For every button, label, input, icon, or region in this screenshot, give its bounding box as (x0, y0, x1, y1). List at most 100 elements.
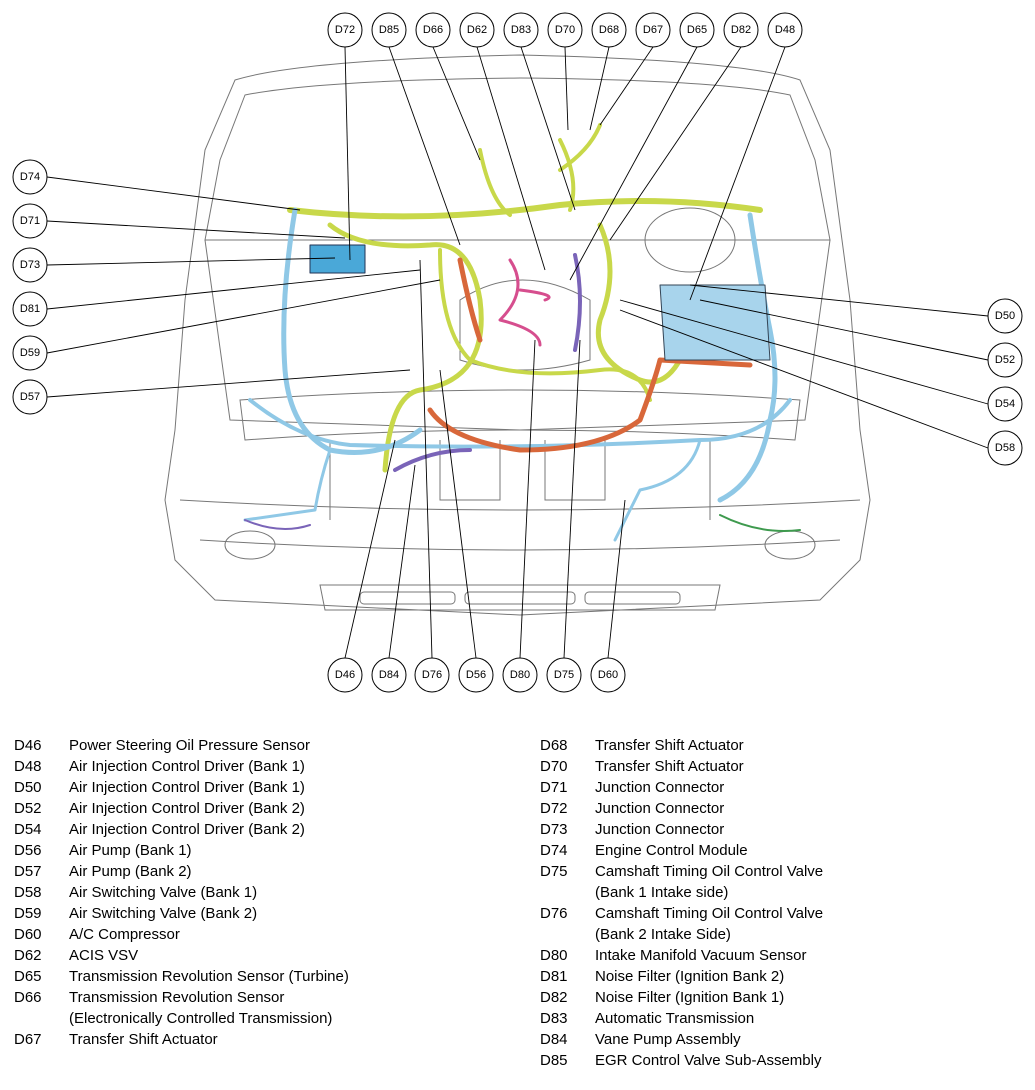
legend-code: D81 (540, 968, 568, 985)
legend-description: Air Pump (Bank 2) (69, 863, 192, 880)
legend-row: D81 Noise Filter (Ignition Bank 2) (540, 966, 1030, 987)
callout-d66: D66 (415, 12, 451, 48)
leader-d62 (476, 46, 546, 271)
leader-d73 (46, 257, 336, 266)
legend-code: D50 (14, 779, 42, 796)
callout-circle (12, 291, 48, 327)
callout-d58: D58 (987, 430, 1023, 466)
leader-d83 (520, 46, 576, 211)
leader-d48 (689, 46, 786, 301)
callout-d60: D60 (590, 657, 626, 693)
legend-description: Engine Control Module (595, 842, 748, 859)
leader-d81 (46, 269, 421, 310)
callout-circle (459, 12, 495, 48)
leader-d67 (599, 46, 654, 126)
callout-d52: D52 (987, 342, 1023, 378)
leader-d66 (432, 46, 481, 161)
leader-d57 (46, 369, 411, 398)
legend-code: D68 (540, 737, 568, 754)
legend-code: D80 (540, 947, 568, 964)
callout-label: D50 (995, 310, 1015, 322)
green-harness (719, 514, 801, 532)
leader-d60 (607, 499, 626, 659)
callout-label: D68 (599, 24, 619, 36)
callout-d48: D48 (767, 12, 803, 48)
blue-harness-left (281, 207, 423, 455)
legend-description: EGR Control Valve Sub-Assembly (595, 1052, 822, 1069)
callout-circle (767, 12, 803, 48)
callout-d46: D46 (327, 657, 363, 693)
legend-description: Intake Manifold Vacuum Sensor (595, 947, 807, 964)
callout-label: D85 (379, 24, 399, 36)
main-harness-branch (327, 222, 484, 473)
callout-label: D84 (379, 669, 399, 681)
purple-harness (393, 253, 582, 472)
callout-circle (414, 657, 450, 693)
harness-bundles (243, 123, 801, 542)
leader-d50 (689, 284, 989, 317)
callout-circle (371, 12, 407, 48)
leader-d59 (46, 279, 441, 354)
callout-d50: D50 (987, 298, 1023, 334)
legend-code: D71 (540, 779, 568, 796)
legend-code (540, 924, 595, 945)
callout-circle (635, 12, 671, 48)
leader-d68 (589, 46, 610, 131)
callout-label: D72 (335, 24, 355, 36)
callout-circle (327, 12, 363, 48)
leader-d65 (569, 46, 698, 281)
legend-description: ACIS VSV (69, 947, 139, 964)
callout-label: D80 (510, 669, 530, 681)
legend-code: D83 (540, 1010, 568, 1027)
callout-label: D58 (995, 442, 1015, 454)
legend-description: Noise Filter (Ignition Bank 2) (595, 968, 785, 985)
blue-harness-lower-left (243, 448, 332, 522)
callout-d84: D84 (371, 657, 407, 693)
callout-d70: D70 (547, 12, 583, 48)
leader-d72 (344, 46, 351, 261)
main-harness-top-branch (478, 123, 602, 217)
legend-description: Camshaft Timing Oil Control Valve (595, 863, 824, 880)
callout-circle (327, 657, 363, 693)
leader-d71 (46, 220, 346, 239)
callout-circle (502, 657, 538, 693)
legend-description: Transfer Shift Actuator (69, 1031, 218, 1048)
legend-row: D75 Camshaft Timing Oil Control Valve (540, 861, 1030, 882)
callout-d65: D65 (679, 12, 715, 48)
callout-label: D75 (554, 669, 574, 681)
callout-label: D54 (995, 398, 1015, 410)
callout-d83: D83 (503, 12, 539, 48)
callout-d73: D73 (12, 247, 48, 283)
legend-row: D67 Transfer Shift Actuator (14, 1029, 524, 1050)
legend-code: D74 (540, 842, 568, 859)
callout-d57: D57 (12, 379, 48, 415)
legend-code: D67 (14, 1031, 42, 1048)
legend-description: Transfer Shift Actuator (595, 758, 744, 775)
blue-harness-front (248, 398, 792, 449)
leader-d80 (519, 339, 536, 659)
callout-circle (987, 386, 1023, 422)
pink-harness (498, 258, 551, 347)
legend-code: D65 (14, 968, 42, 985)
callout-label: D74 (20, 171, 40, 183)
callout-circle (547, 12, 583, 48)
callout-circle (503, 12, 539, 48)
callout-circle (458, 657, 494, 693)
legend-description: Transfer Shift Actuator (595, 737, 744, 754)
legend-code: D75 (540, 863, 568, 880)
callout-d74: D74 (12, 159, 48, 195)
callout-circle (12, 335, 48, 371)
callout-label: D60 (598, 669, 618, 681)
legend-row: (Electronically Controlled Transmission) (14, 1008, 524, 1029)
